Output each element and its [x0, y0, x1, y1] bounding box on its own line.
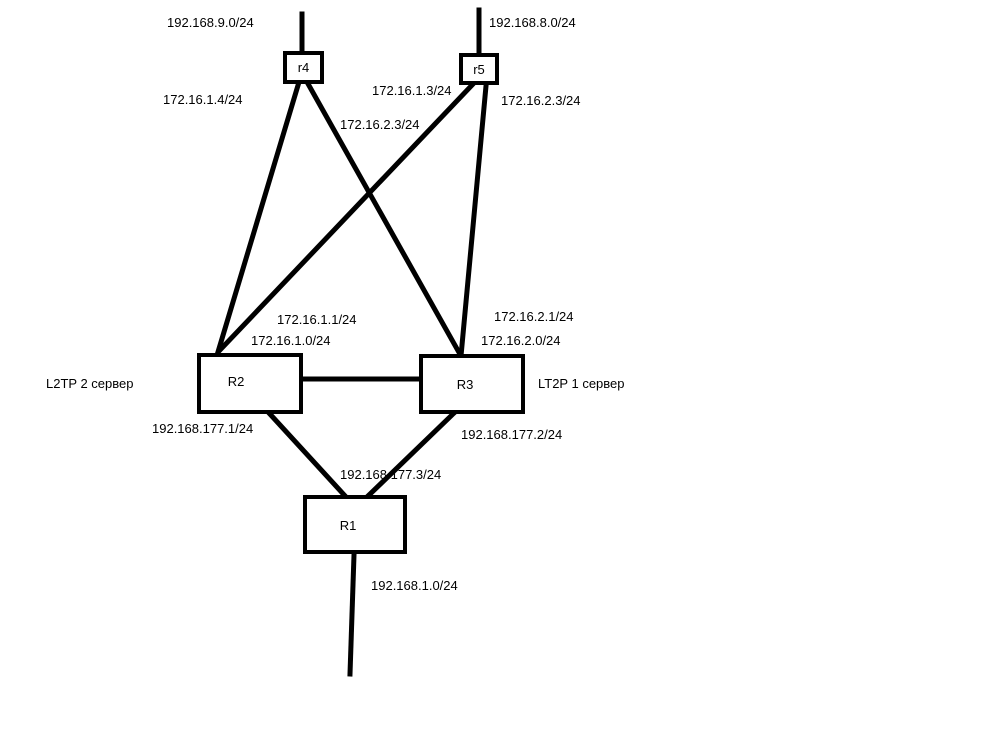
- link-r5-r3: [458, 83, 489, 359]
- router-r4-label: r4: [298, 60, 310, 75]
- router-r4-box: [283, 51, 324, 84]
- r2-role-label: L2TP 2 сервер: [46, 376, 133, 391]
- router-r5: r5: [459, 53, 499, 85]
- addr-r2-to-r1: 192.168.177.1/24: [152, 421, 253, 436]
- addr-r4-lan: 192.168.9.0/24: [167, 15, 254, 30]
- addr-r2-to-r4-a: 172.16.1.1/24: [277, 312, 357, 327]
- router-R1-label: R1: [340, 518, 357, 533]
- addr-r3-to-r1: 192.168.177.2/24: [461, 427, 562, 442]
- links: [214, 7, 489, 677]
- router-R2-label: R2: [228, 374, 245, 389]
- addr-r2-to-r4-b: 172.16.1.0/24: [251, 333, 331, 348]
- router-R1: R1: [303, 495, 407, 554]
- addr-r5-to-r3: 172.16.2.3/24: [501, 93, 581, 108]
- addr-r1-lan: 192.168.1.0/24: [371, 578, 458, 593]
- router-R3-label: R3: [457, 377, 474, 392]
- r3-role-label: LT2P 1 сервер: [538, 376, 625, 391]
- router-R3-box: [419, 354, 525, 414]
- addr-r5-lan: 192.168.8.0/24: [489, 15, 576, 30]
- link-r3-r1: [363, 410, 457, 501]
- addr-r4-to-r3: 172.16.2.3/24: [340, 117, 420, 132]
- router-R2: R2: [197, 353, 303, 414]
- router-R1-box: [303, 495, 407, 554]
- link-r5-r2: [216, 80, 477, 354]
- router-R3: R3: [419, 354, 525, 414]
- router-r4: r4: [283, 51, 324, 84]
- router-r5-box: [459, 53, 499, 85]
- addr-r3-to-r5-a: 172.16.2.1/24: [494, 309, 574, 324]
- addr-r4-to-r2: 172.16.1.4/24: [163, 92, 243, 107]
- addr-r5-to-r2: 172.16.1.3/24: [372, 83, 452, 98]
- link-r4-r3: [303, 78, 465, 360]
- router-R2-box: [197, 353, 303, 414]
- link-r2-r1: [265, 409, 350, 501]
- addr-r1-upstream: 192.168.177.3/24: [340, 467, 441, 482]
- link-r4-r2: [214, 78, 303, 356]
- link-r1-downlink: [347, 552, 357, 677]
- addr-r3-to-r5-b: 172.16.2.0/24: [481, 333, 561, 348]
- router-r5-label: r5: [473, 62, 485, 77]
